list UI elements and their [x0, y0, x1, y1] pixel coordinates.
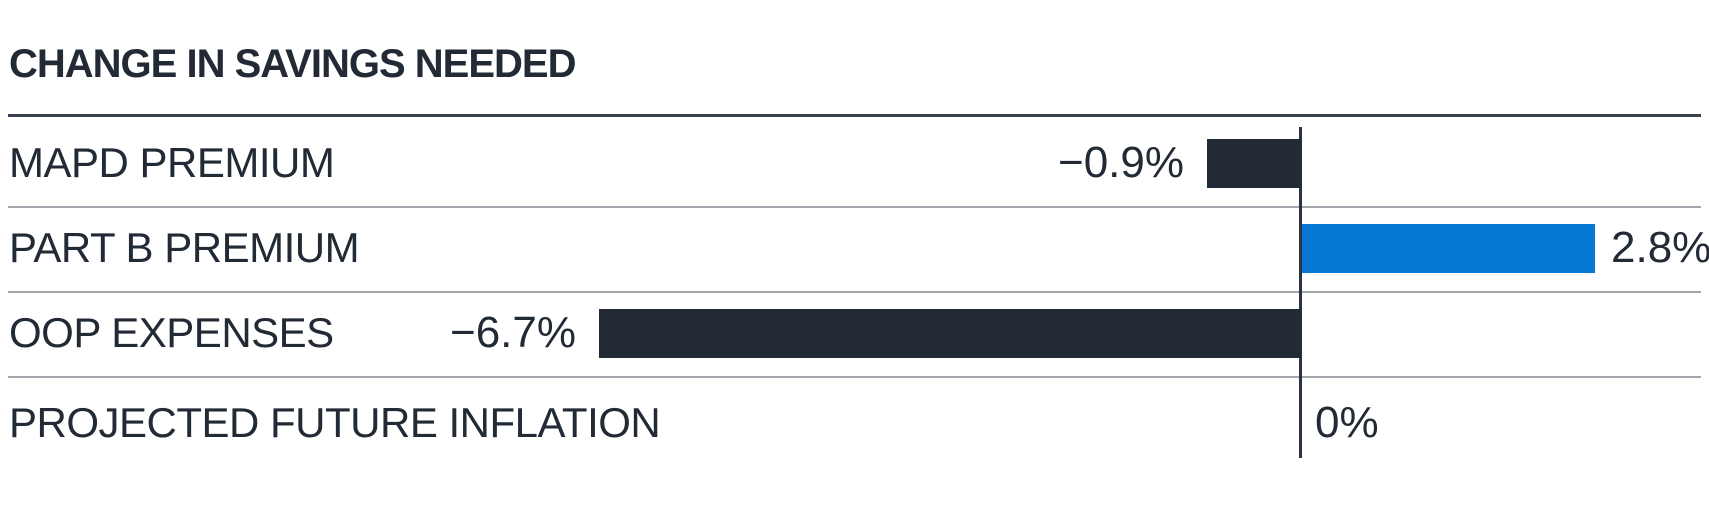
category-label-oop-expenses: OOP EXPENSES: [9, 309, 334, 356]
bar-part-b-premium: [1302, 223, 1595, 273]
zero-axis-line: [1299, 127, 1302, 458]
title-rule: [8, 114, 1701, 117]
value-label-mapd-premium: −0.9%: [1058, 138, 1184, 187]
row-separator: [8, 376, 1701, 378]
bar-mapd-premium: [1207, 138, 1301, 188]
row-separator: [8, 206, 1701, 208]
category-label-part-b-premium: PART B PREMIUM: [9, 224, 360, 271]
row-separator: [8, 291, 1701, 293]
bar-oop-expenses: [599, 308, 1301, 358]
category-label-projected-future-inflation: PROJECTED FUTURE INFLATION: [9, 399, 661, 446]
chart-title: CHANGE IN SAVINGS NEEDED: [9, 42, 576, 86]
category-label-mapd-premium: MAPD PREMIUM: [9, 139, 335, 186]
value-label-projected-future-inflation: 0%: [1315, 398, 1379, 447]
value-label-oop-expenses: −6.7%: [450, 308, 576, 357]
value-label-part-b-premium: 2.8%: [1611, 223, 1709, 272]
